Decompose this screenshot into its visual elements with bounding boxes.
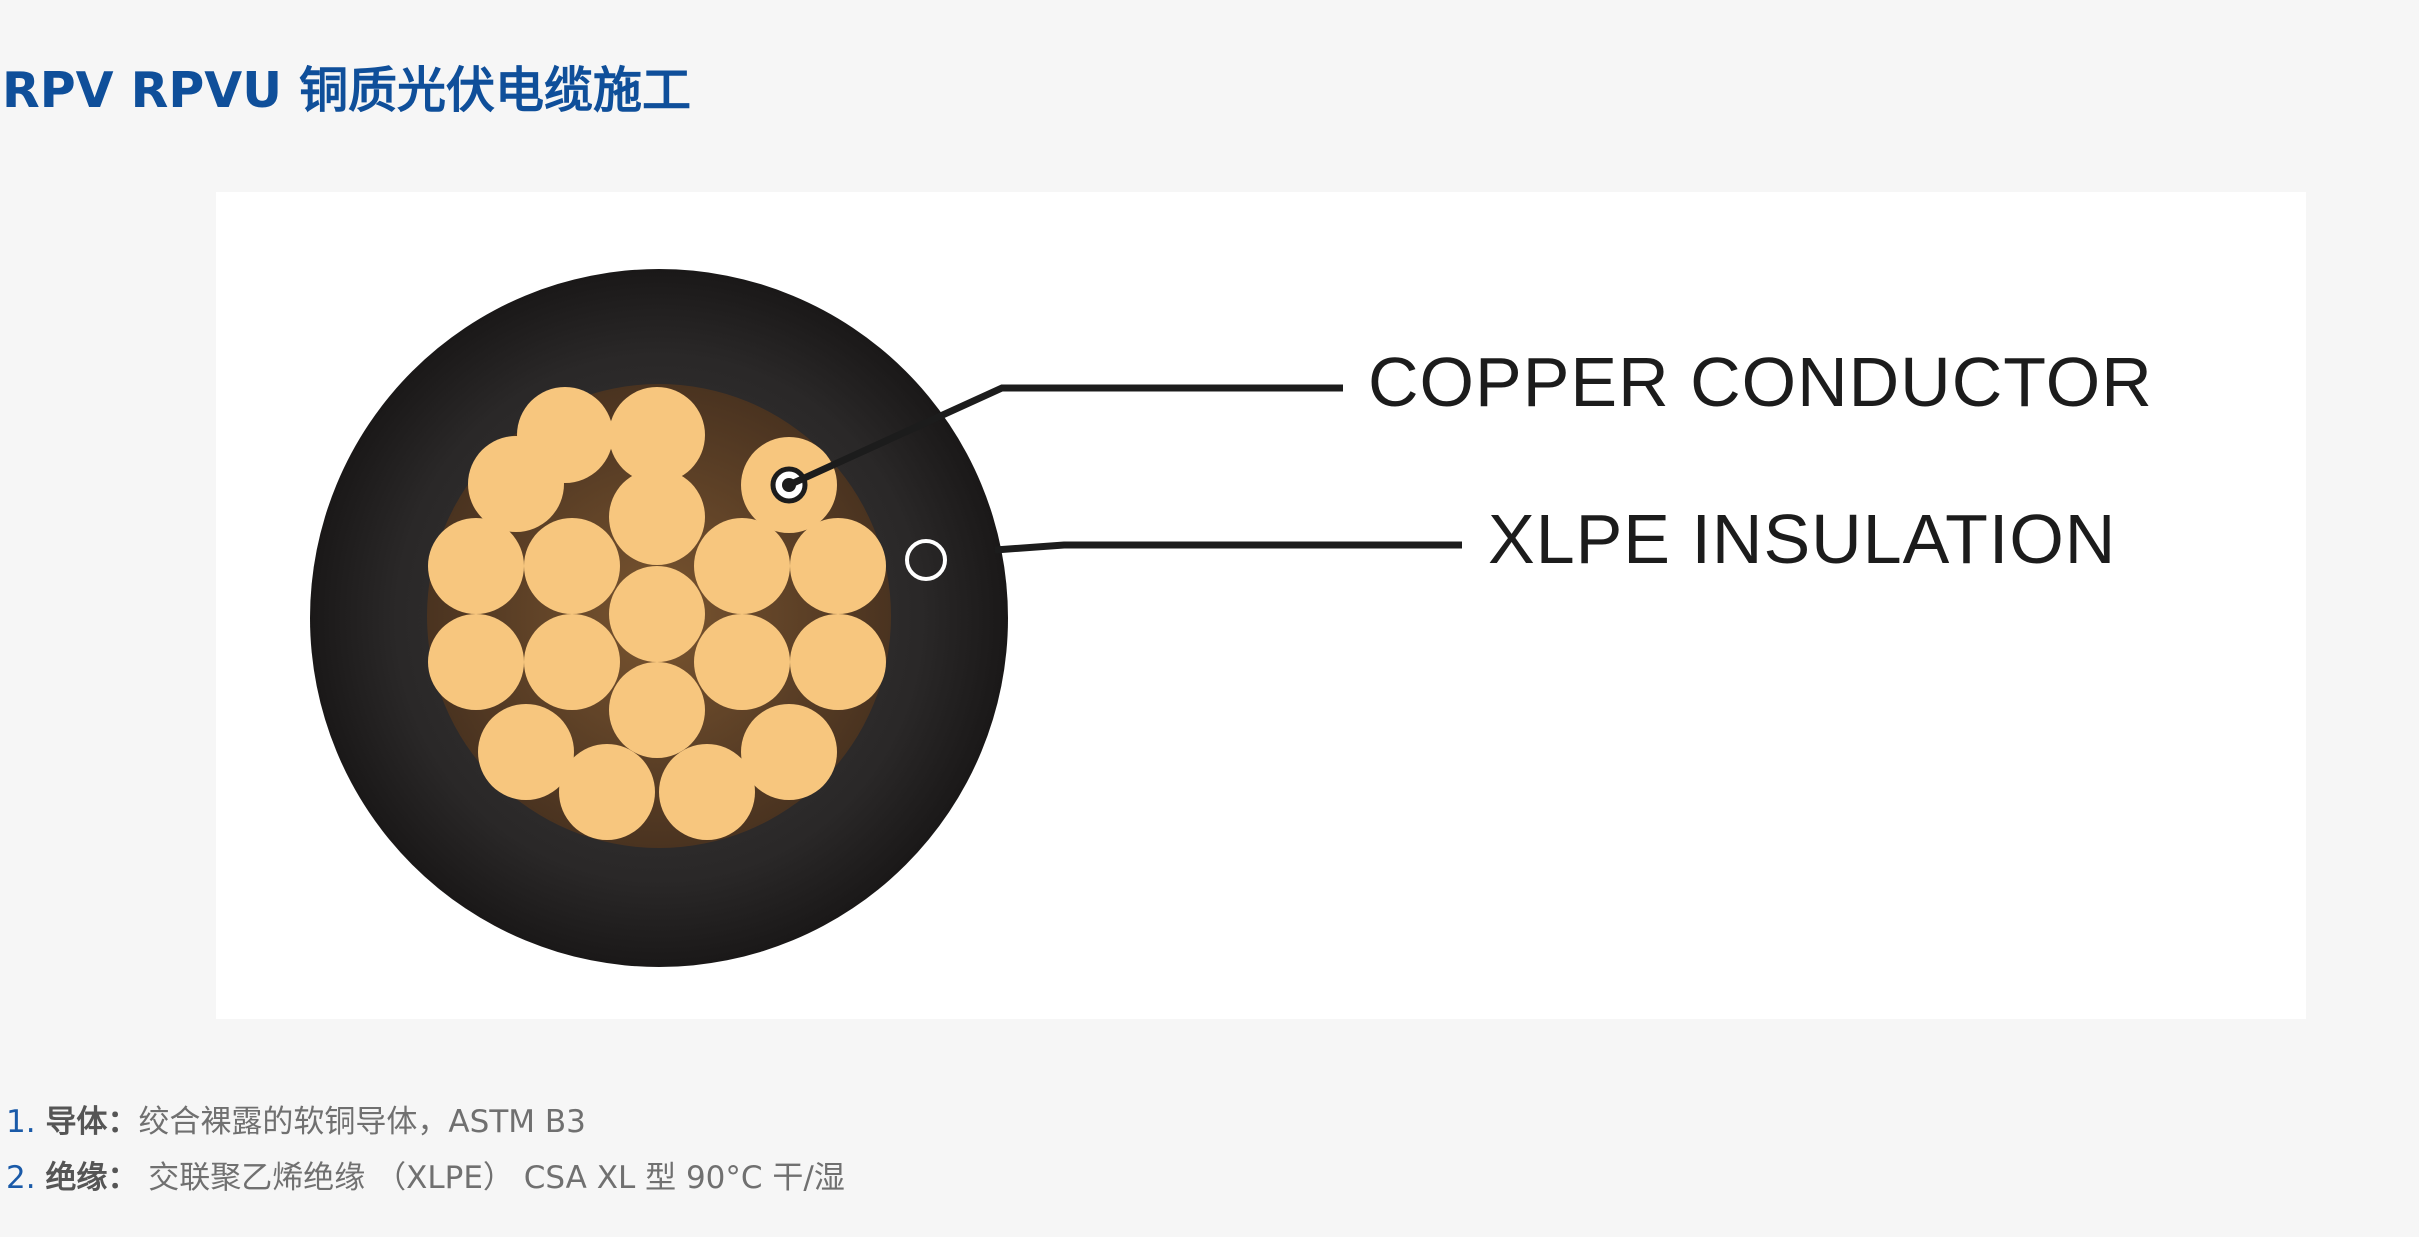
spec-text: 绞合裸露的软铜导体，ASTM B3	[138, 1104, 586, 1140]
copper-strand	[428, 518, 524, 614]
copper-strand	[790, 518, 886, 614]
cable-cross-section-figure: COPPER CONDUCTOR XLPE INSULATION	[216, 192, 2306, 1019]
conductor-callout-label: COPPER CONDUCTOR	[1368, 343, 2153, 421]
spec-label: 绝缘：	[45, 1160, 139, 1196]
copper-strand	[468, 436, 564, 532]
spec-item-insulation: 2. 绝缘： 交联聚乙烯绝缘 （XLPE） CSA XL 型 90°C 干/湿	[6, 1150, 845, 1206]
copper-strand	[694, 518, 790, 614]
copper-strand	[559, 744, 655, 840]
copper-strand	[524, 518, 620, 614]
cable-diagram: COPPER CONDUCTOR XLPE INSULATION	[310, 269, 2153, 967]
spec-number: 2.	[6, 1160, 36, 1196]
spec-text: 交联聚乙烯绝缘 （XLPE） CSA XL 型 90°C 干/湿	[138, 1160, 845, 1196]
insulation-marker	[905, 539, 947, 581]
copper-strand	[478, 704, 574, 800]
copper-strand	[609, 469, 705, 565]
copper-strand	[609, 566, 705, 662]
copper-strand	[524, 614, 620, 710]
copper-strand	[741, 704, 837, 800]
copper-strand	[428, 614, 524, 710]
conductor-leader-line	[787, 384, 1343, 489]
copper-strand	[694, 614, 790, 710]
copper-strands	[428, 387, 886, 840]
spec-item-conductor: 1. 导体：绞合裸露的软铜导体，ASTM B3	[6, 1094, 845, 1150]
spec-number: 1.	[6, 1104, 36, 1140]
copper-strand	[659, 744, 755, 840]
spec-label: 导体：	[45, 1104, 139, 1140]
copper-strand	[609, 387, 705, 483]
copper-strand	[609, 662, 705, 758]
spec-list: 1. 导体：绞合裸露的软铜导体，ASTM B3 2. 绝缘： 交联聚乙烯绝缘 （…	[6, 1094, 845, 1206]
copper-strand	[790, 614, 886, 710]
insulation-leader-line	[994, 541, 1462, 554]
insulation-callout-label: XLPE INSULATION	[1488, 500, 2116, 578]
page-title: RPV RPVU 铜质光伏电缆施工	[2, 62, 692, 119]
